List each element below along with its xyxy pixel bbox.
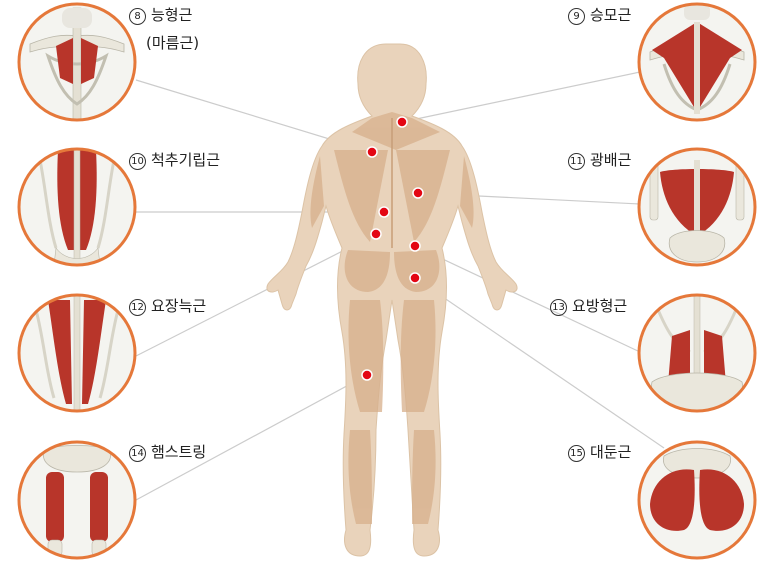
label-number-11: 11 (568, 153, 585, 170)
erector-spinae-icon (17, 147, 137, 267)
leader-line-13 (414, 245, 641, 353)
marker-dots (361, 116, 424, 381)
iliocostalis-icon (17, 293, 137, 413)
label-name-8: 능형근 (151, 6, 193, 24)
label-number-10: 10 (129, 153, 146, 170)
marker-dot-9 (396, 116, 408, 128)
muscle-shading (310, 112, 474, 524)
body-figure (266, 43, 518, 557)
label-latissimus-dorsi: 11 광배근 (568, 151, 631, 170)
leader-line-12 (135, 233, 377, 357)
label-name-13: 요방형근 (572, 297, 628, 315)
marker-dot-11 (412, 187, 424, 199)
trapezius-muscle-icon (637, 2, 757, 122)
gluteus-maximus-icon (637, 440, 757, 560)
label-name-10: 척추기립근 (151, 151, 221, 169)
latissimus-dorsi-icon (637, 147, 757, 267)
leader-line-14 (135, 374, 368, 501)
label-number-13: 13 (550, 299, 567, 316)
label-rhomboid: 8 능형근 (129, 6, 192, 25)
label-hamstring: 14 햄스트링 (129, 443, 206, 462)
label-subname-8: (마름근) (146, 34, 200, 52)
rhomboid-muscle-icon (17, 2, 137, 122)
hamstring-icon (17, 440, 137, 560)
marker-dot-10 (378, 206, 390, 218)
label-iliocostalis: 12 요장늑근 (129, 297, 206, 316)
marker-dot-14 (361, 369, 373, 381)
label-quadratus-lumborum: 13 요방형근 (550, 297, 627, 316)
marker-dot-13 (409, 240, 421, 252)
marker-dot-12 (370, 228, 382, 240)
label-number-8: 8 (129, 8, 146, 25)
label-name-11: 광배근 (590, 151, 632, 169)
label-name-15: 대둔근 (590, 443, 632, 461)
label-number-12: 12 (129, 299, 146, 316)
label-gluteus-maximus: 15 대둔근 (568, 443, 631, 462)
leader-line-15 (414, 277, 665, 449)
body-silhouette (266, 43, 518, 557)
marker-dot-15 (409, 272, 421, 284)
label-number-15: 15 (568, 445, 585, 462)
label-rhomboid-alt: (마름근) (146, 34, 199, 52)
leader-lines (135, 71, 665, 501)
label-number-14: 14 (129, 445, 146, 462)
quadratus-lumborum-icon (637, 293, 757, 413)
label-name-12: 요장늑근 (151, 297, 207, 315)
label-name-9: 승모근 (590, 6, 632, 24)
label-number-9: 9 (568, 8, 585, 25)
label-trapezius: 9 승모근 (568, 6, 631, 25)
marker-dot-8 (366, 146, 378, 158)
label-name-14: 햄스트링 (151, 443, 207, 461)
label-erector-spinae: 10 척추기립근 (129, 151, 220, 170)
leader-line-9 (401, 71, 641, 123)
